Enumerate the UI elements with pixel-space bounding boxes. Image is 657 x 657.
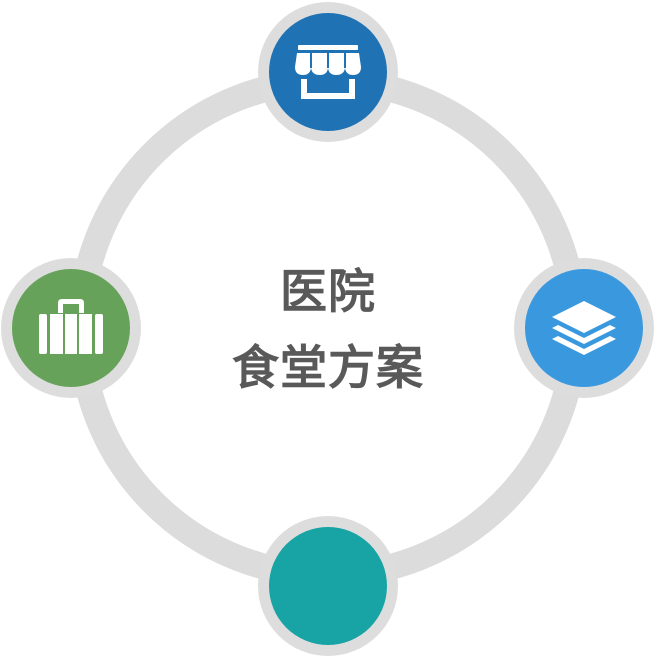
node-bottom — [258, 516, 398, 656]
node-left — [1, 258, 141, 398]
node-bottom-disc — [269, 527, 387, 645]
node-left-disc — [12, 269, 130, 387]
title-line-1: 医院 — [280, 265, 376, 320]
center-title: 医院 食堂方案 — [178, 255, 478, 407]
briefcase-icon — [39, 299, 103, 354]
layers-icon — [552, 301, 616, 355]
node-top-disc — [269, 13, 387, 131]
node-right — [514, 258, 654, 398]
node-top — [258, 2, 398, 142]
title-line-2: 食堂方案 — [232, 341, 424, 396]
node-right-disc — [525, 269, 643, 387]
store-icon — [295, 45, 361, 99]
